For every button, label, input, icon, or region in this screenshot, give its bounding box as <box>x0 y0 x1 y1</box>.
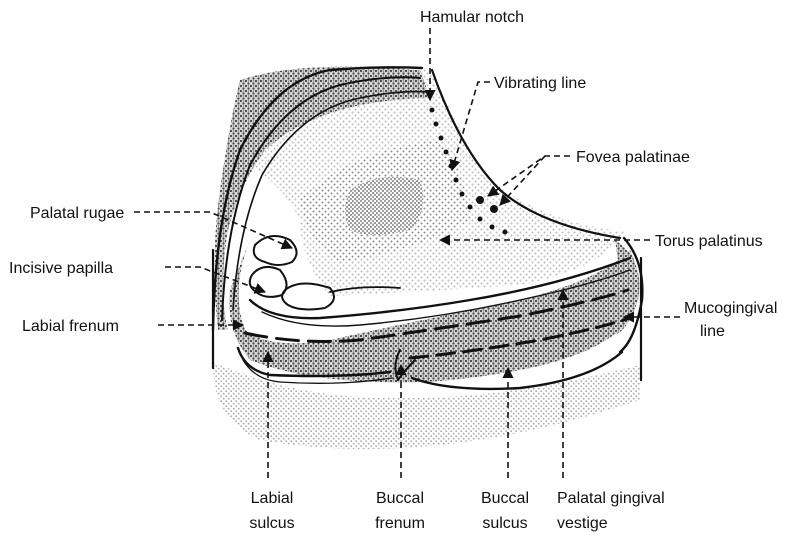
label-palatal-gingival-vestige-2: vestige <box>557 515 608 532</box>
label-labial-sulcus-2: sulcus <box>249 515 294 532</box>
label-labial-frenum: Labial frenum <box>22 318 119 335</box>
label-palatal-rugae: Palatal rugae <box>30 205 124 222</box>
label-mucogingival-line-2: line <box>700 323 725 340</box>
label-labial-sulcus-1: Labial <box>251 490 294 507</box>
label-buccal-sulcus-1: Buccal <box>481 490 529 507</box>
label-buccal-frenum-1: Buccal <box>376 490 424 507</box>
fovea-left-dot <box>476 196 484 204</box>
leader-palatal-rugae <box>134 212 292 248</box>
label-buccal-frenum-2: frenum <box>375 515 425 532</box>
label-vibrating-line: Vibrating line <box>494 75 586 92</box>
label-buccal-sulcus-2: sulcus <box>482 515 527 532</box>
label-hamular-notch: Hamular notch <box>420 9 524 26</box>
label-mucogingival-line-1: Mucogingival <box>684 300 777 317</box>
label-palatal-gingival-vestige-1: Palatal gingival <box>557 490 665 507</box>
label-incisive-papilla: Incisive papilla <box>9 260 113 277</box>
label-fovea-palatinae: Fovea palatinae <box>576 149 690 166</box>
label-torus-palatinus: Torus palatinus <box>655 233 763 250</box>
fovea-right-dot <box>490 205 498 213</box>
